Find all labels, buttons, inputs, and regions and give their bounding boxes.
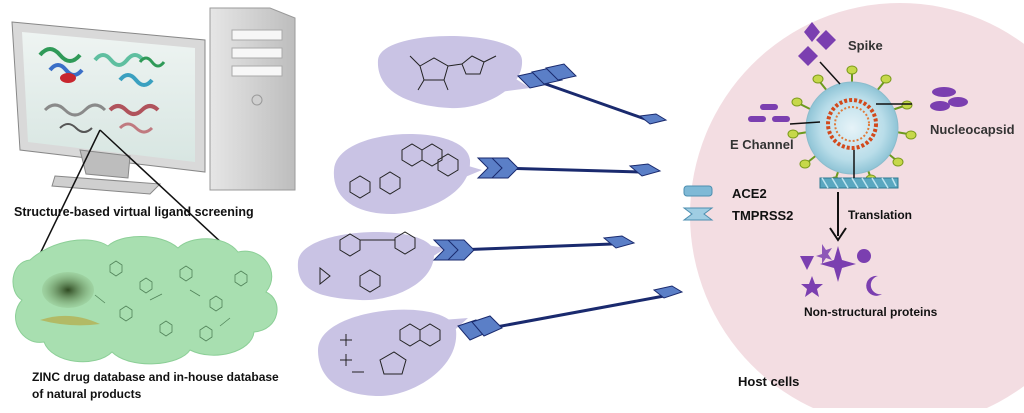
screening-label: Structure-based virtual ligand screening [14, 205, 254, 219]
spike-label: Spike [848, 38, 883, 53]
molecule-bubble-1 [377, 36, 530, 109]
host-cells-label: Host cells [738, 374, 800, 389]
molecule-bubble-3 [297, 231, 446, 301]
non-structural-label: Non-structural proteins [804, 305, 938, 319]
database-cloud [12, 236, 278, 365]
e-channel-icon [748, 104, 790, 122]
translation-label: Translation [848, 208, 913, 222]
virus-icon [787, 65, 917, 186]
host-cell [690, 3, 1024, 413]
arrow-3 [432, 235, 636, 261]
tmprss2-label: TMPRSS2 [732, 208, 794, 223]
arrow-4 [457, 285, 684, 341]
database-label-line2: of natural products [32, 387, 142, 401]
molecule-bubble-2 [333, 134, 482, 214]
nucleocapsid-label: Nucleocapsid [930, 122, 1015, 137]
ace2-label: ACE2 [732, 186, 767, 201]
molecule-bubble-4 [318, 309, 468, 396]
rna-strand-icon [819, 177, 899, 189]
tmprss2-receptor [682, 207, 714, 221]
non-structural-protein-icon [800, 244, 882, 297]
e-channel-label: E Channel [730, 137, 794, 152]
computer-icon [11, 7, 296, 195]
arrow-2 [476, 157, 662, 179]
arrow-1 [517, 63, 668, 125]
ace2-receptor [683, 185, 713, 197]
database-label-line1: ZINC drug database and in-house database [32, 370, 279, 384]
spike-icon [798, 22, 836, 66]
nucleocapsid-icon [930, 87, 968, 111]
